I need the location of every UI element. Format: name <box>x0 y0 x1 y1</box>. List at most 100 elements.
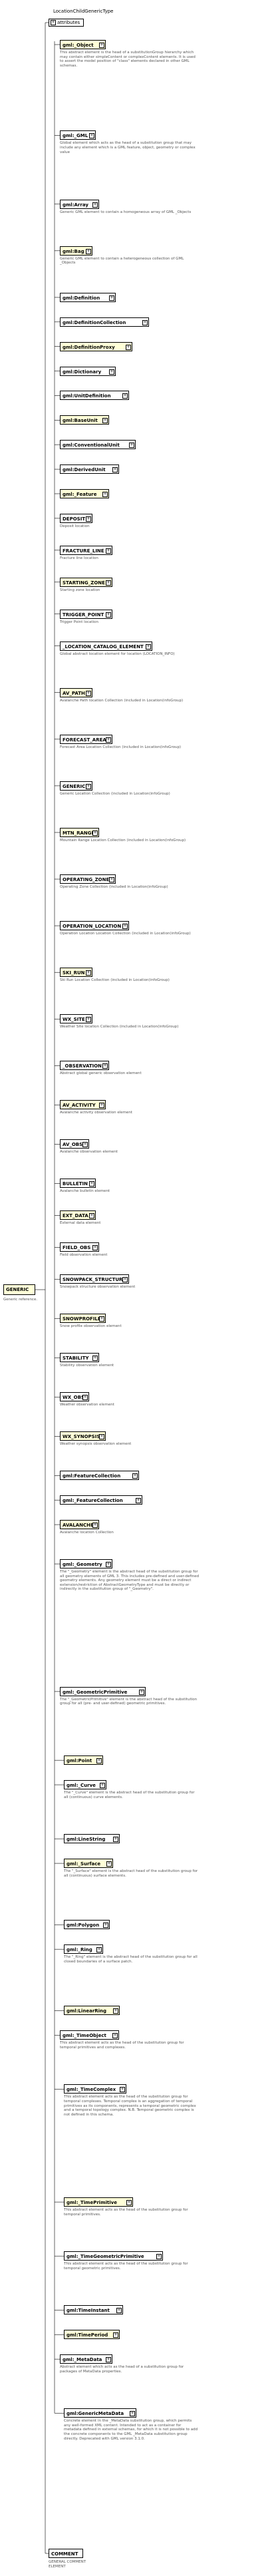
root-element-generic[interactable]: GENERIC <box>3 1284 35 1295</box>
element-gml-timegeometricprimitive[interactable]: gml:_TimeGeometricPrimitive+ <box>64 2251 163 2261</box>
expand-icon[interactable]: + <box>99 1316 104 1322</box>
element-gml-gml[interactable]: gml:_GML+ <box>60 130 96 140</box>
expand-icon[interactable]: + <box>139 1689 144 1695</box>
element-gml-definitioncollection[interactable]: gml:DefinitionCollection+ <box>60 317 149 327</box>
expand-icon[interactable]: + <box>126 2200 132 2206</box>
element-gml-array[interactable]: gml:Array+ <box>60 199 99 209</box>
element-ski-run[interactable]: SKI_RUN+ <box>60 968 92 978</box>
expand-icon[interactable]: + <box>86 516 91 522</box>
expand-icon[interactable]: + <box>126 344 131 350</box>
element-gml-genericmetadata[interactable]: gml:GenericMetaData+ <box>64 2408 136 2418</box>
element-operating-zone[interactable]: OPERATING_ZONE+ <box>60 874 116 884</box>
expand-icon[interactable]: + <box>113 1837 118 1843</box>
expand-icon[interactable]: + <box>82 1395 88 1401</box>
element-forecast-area[interactable]: FORECAST_AREA+ <box>60 734 112 744</box>
expand-icon[interactable]: + <box>130 2411 135 2417</box>
element-gml-definition[interactable]: gml:Definition+ <box>60 292 116 302</box>
element-wx-obs[interactable]: WX_OBS+ <box>60 1392 89 1402</box>
expand-icon[interactable]: + <box>113 2332 118 2338</box>
expand-icon[interactable]: + <box>92 202 98 208</box>
element-gml-linearring[interactable]: gml:LinearRing+ <box>64 2006 120 2016</box>
element-snowpack-structure[interactable]: SNOWPACK_STRUCTURE+ <box>60 1274 129 1284</box>
expand-icon[interactable]: + <box>92 1523 98 1529</box>
element-ext-data[interactable]: EXT_DATA+ <box>60 1210 96 1220</box>
expand-icon[interactable]: + <box>122 1277 128 1283</box>
element-gml-conventionalunit[interactable]: gml:ConventionalUnit+ <box>60 440 136 450</box>
expand-icon[interactable]: + <box>86 690 91 696</box>
expand-icon[interactable]: + <box>132 1473 138 1479</box>
expand-icon[interactable]: + <box>102 1063 108 1069</box>
expand-icon[interactable]: + <box>86 1017 91 1023</box>
element-gml-geometry[interactable]: gml:_Geometry+ <box>60 1559 112 1569</box>
element-gml-timeperiod[interactable]: gml:TimePeriod+ <box>64 2330 120 2340</box>
expand-icon[interactable]: + <box>106 2357 111 2363</box>
element-gml-feature[interactable]: gml:_Feature+ <box>60 488 109 498</box>
expand-icon[interactable]: + <box>99 1434 104 1440</box>
element-av-activity[interactable]: AV_ACTIVITY+ <box>60 1100 106 1110</box>
expand-icon[interactable]: + <box>86 248 91 254</box>
expand-icon[interactable]: + <box>106 737 111 743</box>
element-gml-timeinstant[interactable]: gml:TimeInstant+ <box>64 2305 123 2315</box>
expand-icon[interactable]: + <box>92 1356 98 1362</box>
element-wx-synopsis[interactable]: WX_SYNOPSIS+ <box>60 1431 106 1441</box>
expand-icon[interactable]: + <box>89 1213 94 1219</box>
element-gml-timecomplex[interactable]: gml:_TimeComplex+ <box>64 2084 126 2094</box>
element-gml-geometricprimitive[interactable]: gml:_GeometricPrimitive+ <box>60 1686 146 1696</box>
element-gml-baseunit[interactable]: gml:BaseUnit+ <box>60 415 109 425</box>
expand-icon[interactable]: + <box>86 970 91 976</box>
element-gml-surface[interactable]: gml:_Surface+ <box>64 1859 113 1869</box>
element-gml-point[interactable]: gml:Point+ <box>64 1755 103 1765</box>
expand-icon[interactable]: + <box>106 1562 111 1568</box>
expand-icon[interactable]: + <box>120 2087 125 2093</box>
expand-icon[interactable]: + <box>99 43 104 48</box>
element-gml-metadata[interactable]: gml:_MetaData+ <box>60 2354 112 2364</box>
element-generic[interactable]: GENERIC+ <box>60 781 92 791</box>
expand-icon[interactable]: + <box>100 1783 105 1789</box>
comment-element[interactable]: COMMENT <box>49 2549 83 2558</box>
expand-icon[interactable]: + <box>146 644 151 649</box>
expand-icon[interactable]: + <box>106 580 111 586</box>
expand-icon[interactable]: + <box>106 1861 112 1867</box>
element-trigger-point[interactable]: TRIGGER_POINT+ <box>60 609 112 619</box>
expand-icon[interactable]: + <box>92 830 98 836</box>
expand-icon[interactable]: + <box>86 783 91 789</box>
element-gml-linestring[interactable]: gml:LineString+ <box>64 1834 120 1844</box>
element-gml-bag[interactable]: gml:Bag+ <box>60 246 92 256</box>
element-gml-featurecollection[interactable]: gml:FeatureCollection+ <box>60 1471 139 1481</box>
expand-icon[interactable]: + <box>106 612 111 618</box>
element-gml-timeobject[interactable]: gml:_TimeObject+ <box>60 2030 119 2040</box>
expand-icon[interactable]: + <box>156 2254 162 2260</box>
element-gml-ring[interactable]: gml:_Ring+ <box>64 1944 103 1954</box>
expand-icon[interactable]: + <box>102 491 108 497</box>
element-stability[interactable]: STABILITY+ <box>60 1353 99 1363</box>
element-starting-zone[interactable]: STARTING_ZONE+ <box>60 577 112 587</box>
expand-icon[interactable]: + <box>129 443 134 449</box>
element-location-catalog-element[interactable]: _LOCATION_CATALOG_ELEMENT+ <box>60 641 152 651</box>
expand-icon[interactable]: + <box>89 133 94 139</box>
element-gml-derivedunit[interactable]: gml:DerivedUnit+ <box>60 464 119 474</box>
expand-icon[interactable]: + <box>103 1923 108 1929</box>
element-av-obs[interactable]: AV_OBS+ <box>60 1139 89 1149</box>
expand-icon[interactable]: + <box>109 295 114 301</box>
expand-icon[interactable]: + <box>136 1498 141 1504</box>
element-gml-definitionproxy[interactable]: gml:DefinitionProxy+ <box>60 341 132 351</box>
expand-icon[interactable]: + <box>106 548 111 554</box>
element-fracture-line[interactable]: FRACTURE_LINE+ <box>60 545 112 555</box>
expand-icon[interactable]: + <box>122 924 128 930</box>
expand-icon[interactable]: + <box>109 369 114 375</box>
element-gml-dictionary[interactable]: gml:Dictionary+ <box>60 366 116 376</box>
element-gml-unitdefinition[interactable]: gml:UnitDefinition+ <box>60 391 129 401</box>
element-gml-object[interactable]: gml:_Object+ <box>60 40 106 49</box>
element-field-obs[interactable]: FIELD_OBS+ <box>60 1242 99 1252</box>
element-bulletin[interactable]: BULLETIN+ <box>60 1179 96 1189</box>
attributes-box[interactable]: attributes <box>49 19 84 27</box>
expand-icon[interactable]: + <box>102 418 108 424</box>
element-gml-featurecollection[interactable]: gml:_FeatureCollection+ <box>60 1495 142 1505</box>
element-wx-site[interactable]: WX_SITE+ <box>60 1014 92 1024</box>
element-observation[interactable]: _OBSERVATION+ <box>60 1061 109 1071</box>
expand-icon[interactable]: + <box>113 2008 118 2014</box>
expand-icon[interactable]: + <box>142 319 148 325</box>
element-avalanche[interactable]: AVALANCHE+ <box>60 1520 99 1530</box>
expand-icon[interactable]: + <box>96 1947 102 1953</box>
expand-icon[interactable]: + <box>112 2033 118 2039</box>
